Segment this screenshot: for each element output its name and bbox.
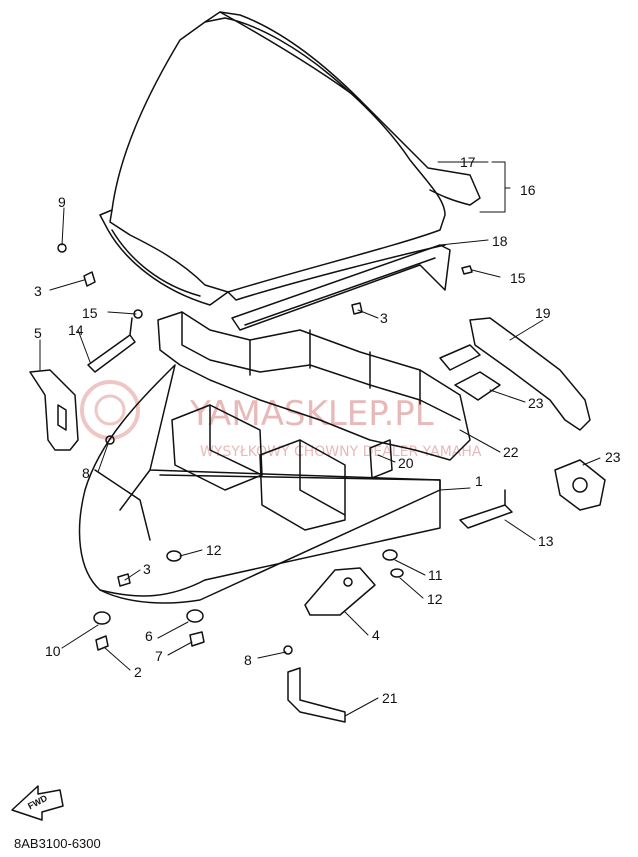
callout-12: 12 <box>206 542 222 558</box>
callout-21: 21 <box>382 690 398 706</box>
callout-23-right: 23 <box>605 449 621 465</box>
windshield <box>99 11 481 306</box>
callout-7: 7 <box>155 648 163 664</box>
bracket-left <box>87 317 136 373</box>
callout-10: 10 <box>45 643 61 659</box>
callout-19: 19 <box>535 305 551 321</box>
right-stay <box>439 317 591 431</box>
callout-15-left: 15 <box>82 305 98 321</box>
callout-22: 22 <box>503 444 519 460</box>
callout-8-lower: 8 <box>244 652 252 668</box>
callout-3-lower: 3 <box>143 561 151 577</box>
callout-23: 23 <box>528 395 544 411</box>
callout-16: 16 <box>520 182 536 198</box>
fwd-label: FWD <box>26 793 49 812</box>
callout-11: 11 <box>428 567 443 583</box>
diagram-code: 8AB3100-6300 <box>14 836 101 851</box>
callout-13: 13 <box>538 533 554 549</box>
leader-lines <box>39 161 601 717</box>
callout-8: 8 <box>82 465 90 481</box>
callout-3-center: 3 <box>380 310 388 326</box>
windshield-trim <box>231 244 451 331</box>
callout-9: 9 <box>58 194 66 210</box>
watermark-logo <box>80 380 140 440</box>
callout-labels: 17 16 18 15 9 3 5 14 15 3 19 23 23 22 20… <box>34 154 621 706</box>
watermark-subtitle: WYSYŁKOWY CHOWNY DEALER YAMAHA <box>200 444 482 460</box>
callout-6: 6 <box>145 628 153 644</box>
lower-bracket <box>304 567 376 616</box>
callout-12-right: 12 <box>427 591 443 607</box>
fwd-arrow-icon <box>11 785 64 821</box>
callout-4: 4 <box>372 627 380 643</box>
callout-20: 20 <box>398 455 414 471</box>
bracket-right <box>459 489 513 529</box>
front-cowling <box>78 364 441 604</box>
callout-14: 14 <box>68 322 84 338</box>
fasteners <box>57 243 473 655</box>
callout-3: 3 <box>34 283 42 299</box>
callout-2: 2 <box>134 664 142 680</box>
side-stay <box>29 369 79 451</box>
watermark-logo-inner <box>94 394 126 426</box>
callout-1: 1 <box>475 473 483 489</box>
callout-18: 18 <box>492 233 508 249</box>
callout-5: 5 <box>34 325 42 341</box>
callout-17: 17 <box>460 154 476 170</box>
instrument-boxes <box>171 404 346 531</box>
inner-duct <box>157 311 471 461</box>
watermark-title: YAMASKLEP.PL <box>189 394 434 434</box>
damper-right <box>454 371 606 511</box>
watermark: YAMASKLEP.PL WYSYŁKOWY CHOWNY DEALER YAM… <box>80 380 482 460</box>
callout-15: 15 <box>510 270 526 286</box>
lower-stay <box>287 667 346 723</box>
